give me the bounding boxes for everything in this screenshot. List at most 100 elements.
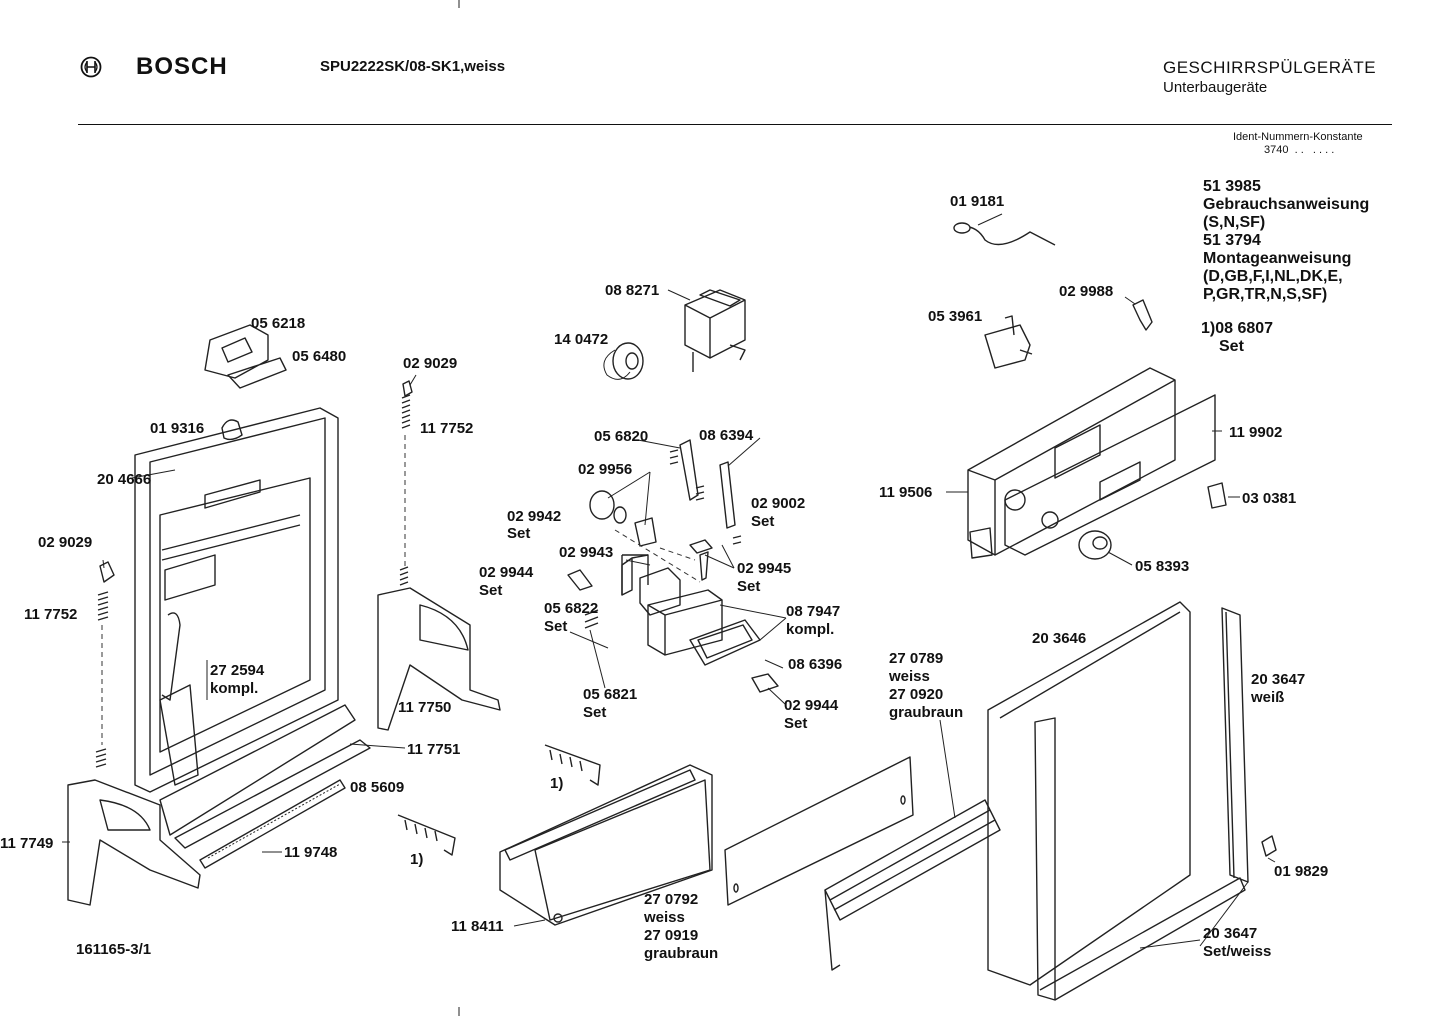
- note-install-lang-2: P,GR,TR,N,S,SF): [1203, 286, 1328, 303]
- part-label-117751: 11 7751: [407, 741, 461, 758]
- part-label-140472: 14 0472: [554, 331, 609, 348]
- part-label-029944-lower: 02 9944: [784, 697, 839, 714]
- right-spring-part: [401, 394, 411, 429]
- part-label-270919-graubraun: graubraun: [644, 945, 719, 962]
- part-label-029944-upper: 02 9944: [479, 564, 534, 581]
- note-manual-number: 51 3985: [1203, 178, 1261, 195]
- header-divider: [78, 124, 1392, 125]
- drawing-number: 161165-3/1: [76, 941, 152, 958]
- part-label-029988: 02 9988: [1059, 283, 1114, 300]
- seal-bracket-part: [621, 554, 649, 596]
- part-label-086396: 08 6396: [788, 656, 843, 673]
- part-label-056218: 05 6218: [251, 315, 306, 332]
- part-label-019316: 01 9316: [150, 420, 205, 437]
- cap-part: [589, 490, 615, 520]
- panel-strip-part: [724, 756, 914, 906]
- sleeve-part: [634, 517, 657, 547]
- part-label-056822: 05 6822: [544, 600, 599, 617]
- part-label-203647-set-weiss: Set/weiss: [1203, 943, 1272, 960]
- switch-button-part: [1207, 482, 1227, 509]
- seal-strip-part: [199, 779, 346, 869]
- part-label-270792-weiss: weiss: [644, 909, 685, 926]
- part-label-119902: 11 9902: [1229, 424, 1283, 441]
- part-label-270920-graubraun: graubraun: [889, 704, 964, 721]
- switch-frame-part: [689, 619, 761, 666]
- screw-part: [1261, 835, 1277, 857]
- control-panel-part: [499, 764, 713, 926]
- part-label-029002-set: Set: [751, 513, 775, 530]
- part-label-270789: 27 0789: [889, 650, 944, 667]
- part-label-270919: 27 0919: [644, 927, 699, 944]
- part-label-029944-lower-set: Set: [784, 715, 808, 732]
- part-label-053961: 05 3961: [928, 308, 983, 325]
- knob-part: [612, 342, 644, 380]
- part-label-203647-side: 20 3647: [1251, 671, 1306, 688]
- part-label-030381: 03 0381: [1242, 490, 1297, 507]
- lever-part: [679, 439, 736, 529]
- footnote-marker-1: 1): [550, 775, 564, 792]
- part-label-272594-kompl: kompl.: [210, 680, 259, 697]
- part-label-029945-set: Set: [737, 578, 761, 595]
- small-clip-part: [221, 419, 243, 441]
- part-label-029029-right: 02 9029: [403, 355, 458, 372]
- brand-name: BOSCH: [136, 53, 228, 80]
- part-label-029002: 02 9002: [751, 495, 806, 512]
- part-label-056821: 05 6821: [583, 686, 638, 703]
- part-label-118411: 11 8411: [451, 918, 504, 935]
- part-label-270792: 27 0792: [644, 891, 699, 908]
- subcategory-title: Unterbaugeräte: [1163, 79, 1268, 96]
- comb-part-2: [397, 814, 456, 856]
- footnote-marker-2: 1): [410, 851, 424, 868]
- note-install-text: Montageanweisung: [1203, 250, 1352, 267]
- side-frame-part: [1221, 607, 1249, 883]
- decor-strip-part: [824, 799, 1001, 921]
- left-spring-part: [97, 591, 109, 621]
- outer-door-panel-part: [987, 601, 1246, 1001]
- part-label-087947: 08 7947: [786, 603, 841, 620]
- door-frame-part: [134, 407, 339, 793]
- model-number: SPU2222SK/08-SK1,weiss: [320, 58, 506, 75]
- part-label-056820: 05 6820: [594, 428, 649, 445]
- part-label-029029-left: 02 9029: [38, 534, 93, 551]
- part-label-029956: 02 9956: [578, 461, 633, 478]
- bracket-part: [984, 315, 1033, 369]
- screw-small-part: [699, 551, 709, 581]
- part-label-117749: 11 7749: [0, 835, 54, 852]
- part-label-056821-set: Set: [583, 704, 607, 721]
- part-label-029942: 02 9942: [507, 508, 562, 525]
- part-label-117752-right: 11 7752: [420, 420, 474, 437]
- part-label-086394: 08 6394: [699, 427, 754, 444]
- part-label-029942-set: Set: [507, 525, 531, 542]
- ident-value: 3740 . . . . . .: [1264, 144, 1335, 156]
- ident-label: Ident-Nummern-Konstante: [1233, 131, 1363, 143]
- part-label-203646: 20 3646: [1032, 630, 1087, 647]
- timer-part: [684, 289, 746, 359]
- part-label-019181: 01 9181: [950, 193, 1005, 210]
- part-label-058393: 05 8393: [1135, 558, 1190, 575]
- part-label-056480: 05 6480: [292, 348, 347, 365]
- part-label-203647-side-weiss: weiß: [1251, 689, 1285, 706]
- hinge-plate-left-part: [67, 779, 201, 906]
- trim-strip-2-part: [174, 739, 371, 849]
- part-label-204666: 20 4666: [97, 471, 152, 488]
- part-label-019829: 01 9829: [1274, 863, 1329, 880]
- part-label-119748: 11 9748: [284, 844, 338, 861]
- clip-part: [1132, 299, 1153, 331]
- part-label-270920: 27 0920: [889, 686, 944, 703]
- part-label-088271: 08 8271: [605, 282, 660, 299]
- trim-strip-part: [159, 704, 356, 836]
- block-part: [639, 567, 681, 616]
- part-label-029943: 02 9943: [559, 544, 614, 561]
- part-label-272594: 27 2594: [210, 662, 265, 679]
- part-label-085609: 08 5609: [350, 779, 405, 796]
- part-label-029944-upper-set: Set: [479, 582, 503, 599]
- part-label-270789-weiss: weiss: [889, 668, 930, 685]
- switch-assembly-part: [647, 589, 723, 656]
- part-label-117752-left: 11 7752: [24, 606, 78, 623]
- comb-part-1: [544, 744, 601, 786]
- part-label-119506: 11 9506: [879, 484, 933, 501]
- part-label-203647-set: 20 3647: [1203, 925, 1258, 942]
- hinge-part: [204, 324, 287, 389]
- front-panel-part: [967, 367, 1176, 556]
